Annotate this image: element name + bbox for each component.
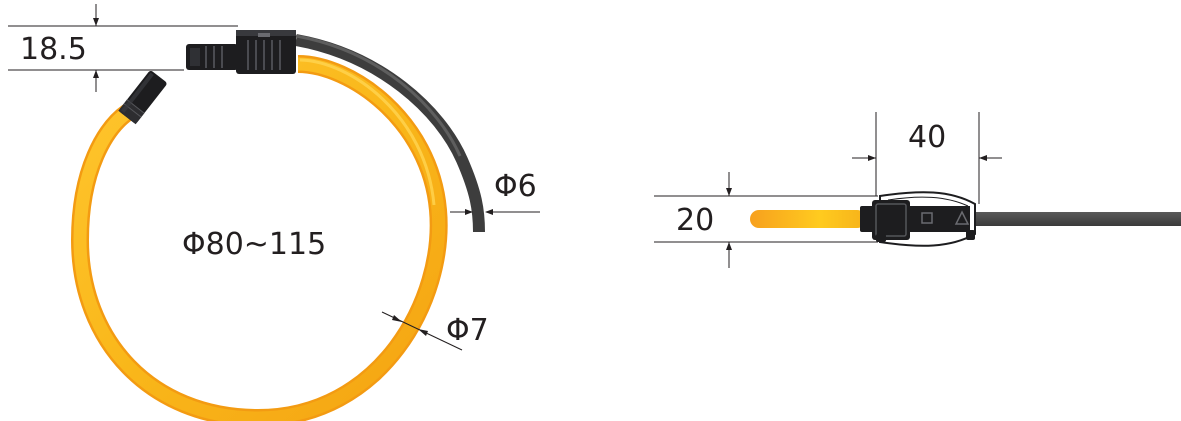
dimension-coil-thickness: Φ7 [381, 311, 489, 351]
coil-end-cap [118, 70, 167, 125]
label-side-height: 20 [676, 203, 714, 238]
label-cable-diameter: Φ6 [494, 169, 537, 204]
side-view: 40 20 [654, 112, 1181, 268]
front-view: 18.5 Φ80~115 Φ6 Φ7 [8, 4, 540, 421]
dimension-side-height: 20 [654, 172, 878, 268]
front-connector [186, 30, 296, 74]
label-coil-thickness: Φ7 [446, 313, 489, 348]
dimension-connector-height: 18.5 [8, 4, 238, 92]
dimension-connector-length: 40 [852, 112, 1002, 204]
dimension-cable-diameter: Φ6 [450, 169, 540, 215]
side-coil [750, 210, 866, 228]
side-cable [975, 212, 1181, 226]
label-coil-diameter: Φ80~115 [182, 227, 326, 262]
side-connector [860, 200, 975, 242]
label-connector-length: 40 [908, 120, 946, 155]
label-connector-height: 18.5 [20, 32, 87, 67]
